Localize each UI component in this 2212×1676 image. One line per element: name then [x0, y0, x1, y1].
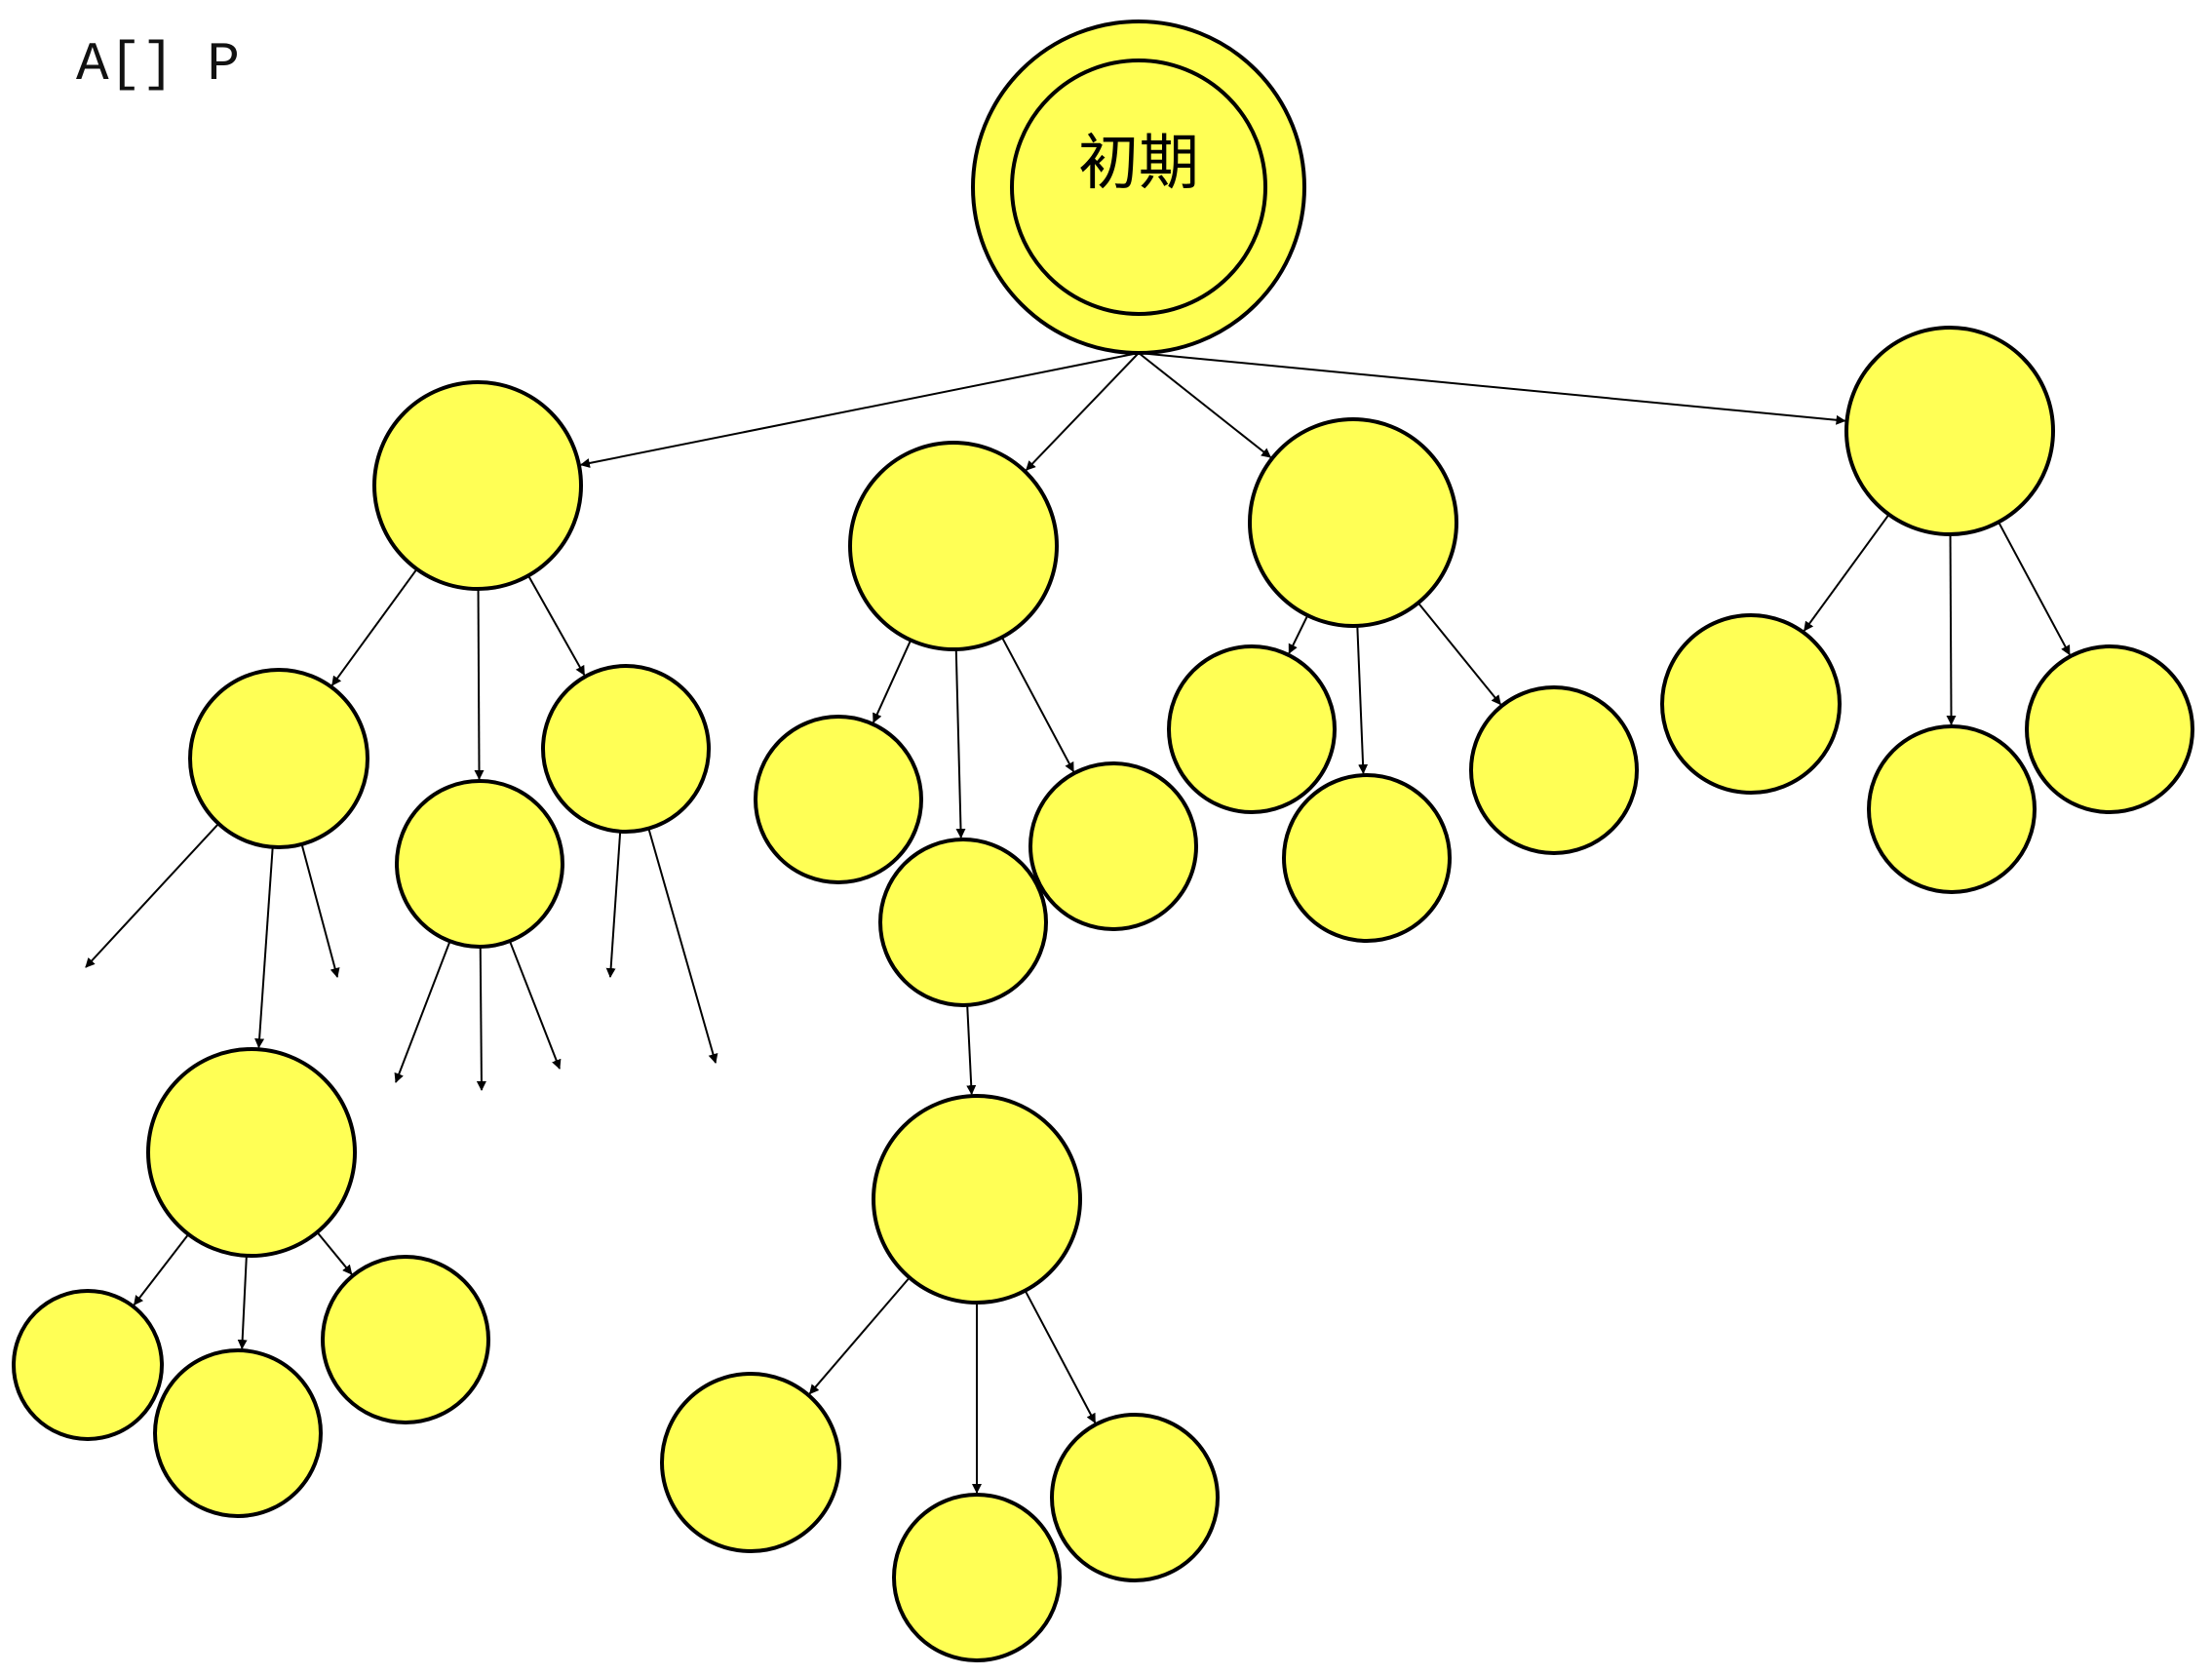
transition-edge: [1138, 352, 1846, 425]
root-state-node: [1010, 58, 1267, 316]
state-node: [1028, 761, 1198, 931]
transition-edge: [808, 1276, 911, 1395]
state-node: [1248, 417, 1458, 628]
transition-edge: [237, 1255, 248, 1350]
transition-edge: [316, 1231, 353, 1275]
root-node-label: 初期: [1078, 127, 1199, 198]
state-node: [892, 1493, 1062, 1662]
transition-edge-dangling: [605, 831, 622, 978]
transition-edge: [1946, 533, 1957, 726]
transition-edge: [133, 1233, 190, 1306]
transition-edge: [873, 640, 912, 723]
transition-edge: [1803, 514, 1890, 632]
transition-edge: [1000, 637, 1074, 773]
transition-edge-dangling: [476, 946, 486, 1091]
transition-edge-dangling: [647, 828, 718, 1064]
state-node: [2025, 644, 2194, 814]
state-node: [321, 1255, 490, 1424]
state-node: [153, 1348, 323, 1518]
state-node: [754, 715, 923, 884]
state-node: [146, 1047, 357, 1258]
nodes: [12, 19, 2194, 1662]
state-node: [395, 779, 564, 949]
transition-edge-dangling: [85, 823, 219, 968]
state-node: [541, 664, 711, 834]
state-node: [1050, 1413, 1220, 1582]
transition-edge: [474, 588, 485, 781]
transition-edge: [966, 1004, 977, 1096]
transition-edge: [1998, 521, 2071, 656]
transition-edge: [527, 574, 586, 677]
state-node: [848, 441, 1059, 651]
transition-edge-dangling: [394, 940, 451, 1083]
transition-edge: [254, 846, 274, 1049]
transition-edge-dangling: [300, 843, 340, 978]
state-node: [1660, 613, 1842, 795]
state-node: [660, 1372, 841, 1553]
state-node: [878, 838, 1048, 1007]
state-node: [1844, 326, 2055, 536]
state-node: [1167, 644, 1337, 814]
transition-edge: [1024, 1290, 1097, 1423]
transition-edge-dangling: [508, 940, 562, 1070]
transition-edge: [579, 352, 1140, 468]
transition-edge: [330, 568, 418, 686]
transition-edge: [1416, 602, 1501, 706]
state-node: [12, 1289, 164, 1441]
transition-edge: [1026, 352, 1140, 471]
transition-edge: [1288, 614, 1309, 654]
transition-edge: [1138, 352, 1272, 458]
state-node: [372, 380, 583, 591]
transition-edge: [954, 648, 966, 839]
state-node: [188, 668, 369, 849]
state-node: [1469, 685, 1639, 855]
state-node: [1282, 773, 1452, 943]
state-node: [1867, 724, 2037, 894]
query-formula: A[] P: [76, 33, 241, 96]
state-node: [872, 1094, 1082, 1305]
transition-edge: [1356, 625, 1369, 775]
edges: [85, 352, 2071, 1494]
